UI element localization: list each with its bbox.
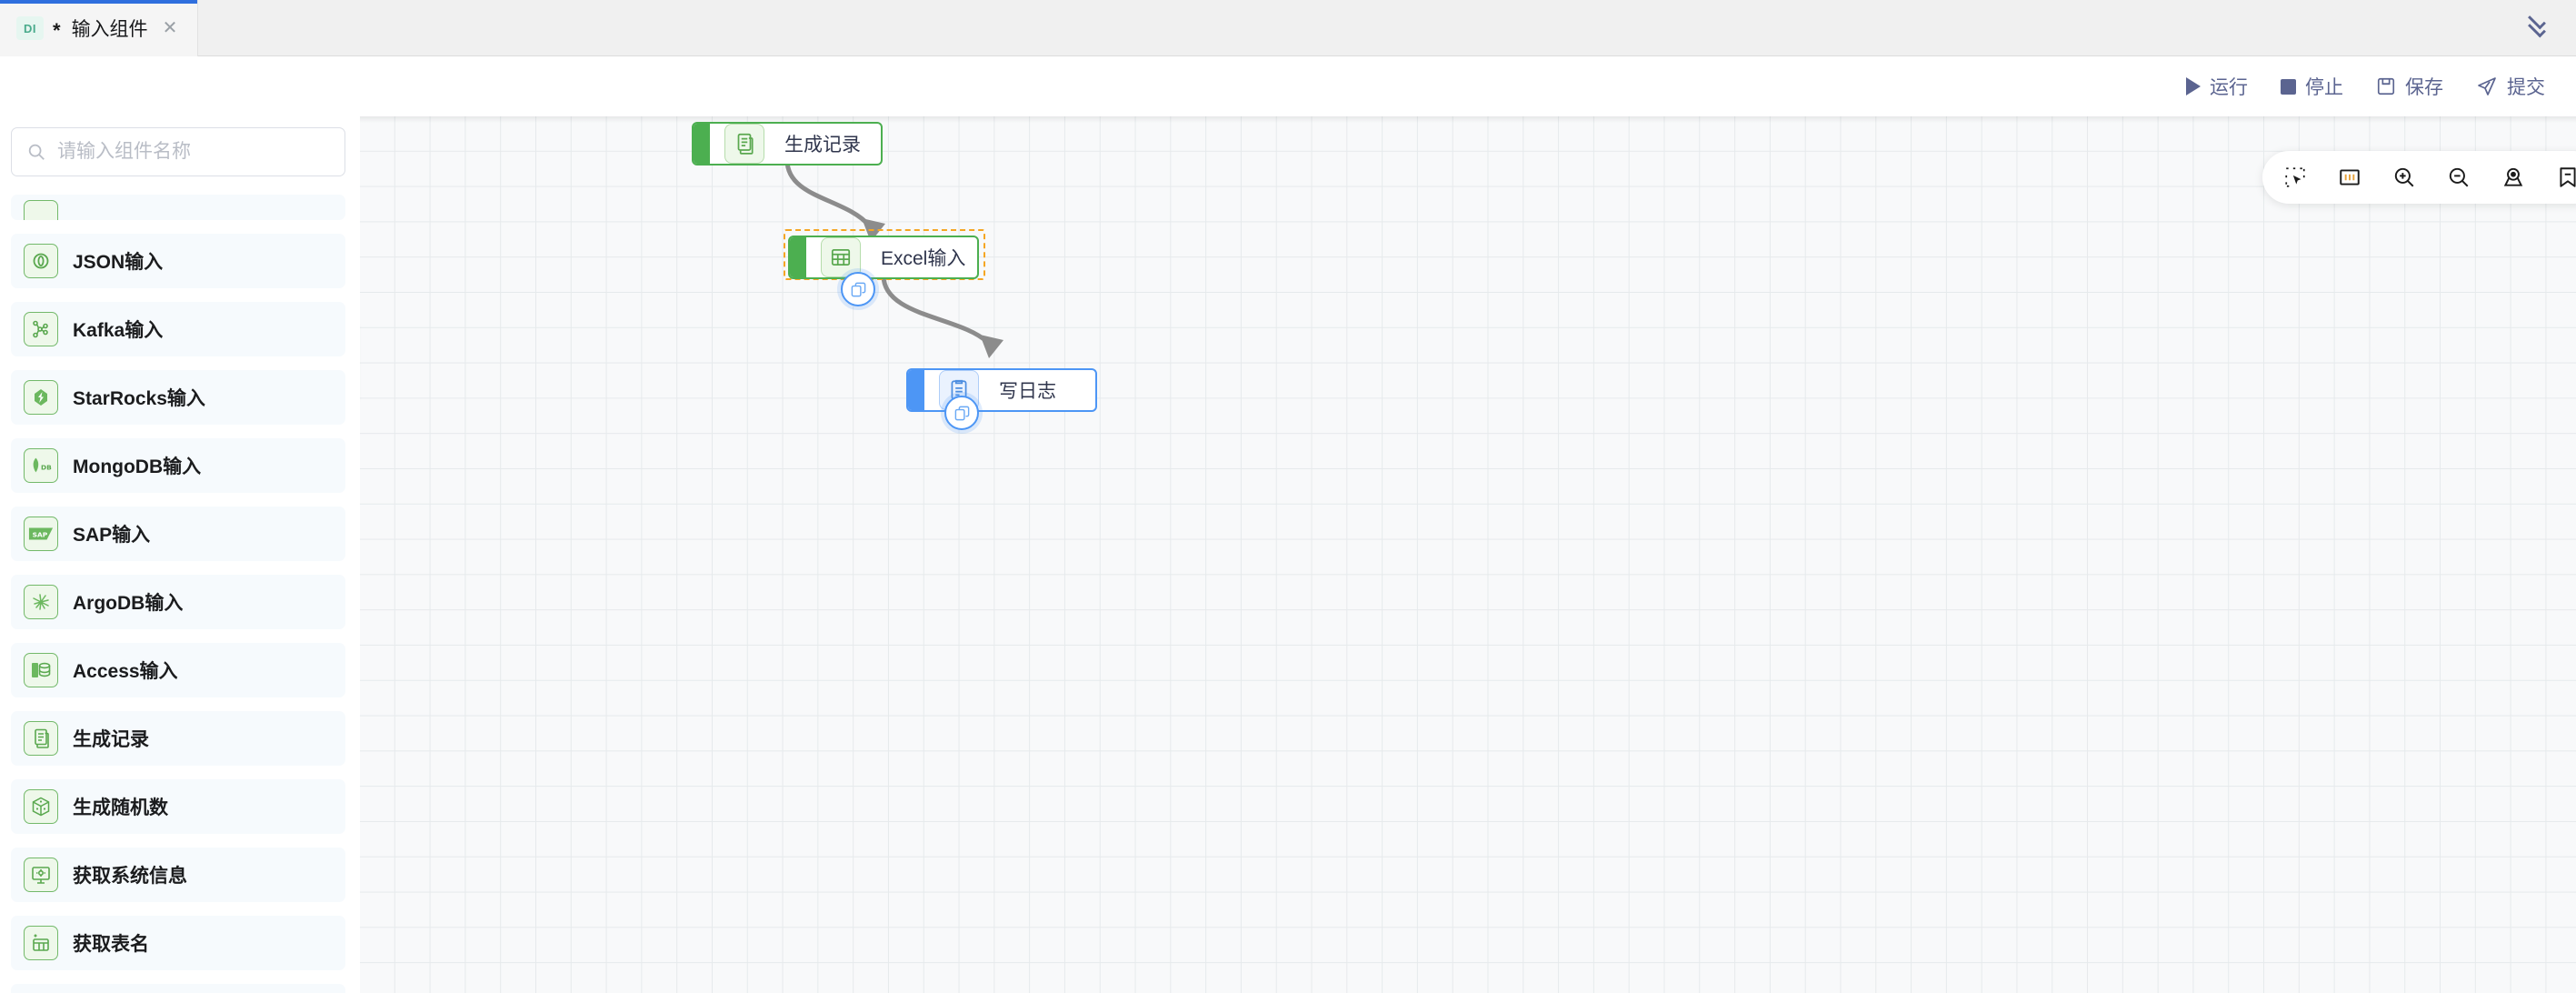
- floppy-save-icon: [2376, 76, 2396, 96]
- zoom-in-icon[interactable]: [2384, 157, 2424, 197]
- node-accent-bar: [694, 124, 710, 164]
- argodb-icon: [24, 585, 58, 619]
- edge-badge-copy-2[interactable]: [944, 396, 979, 430]
- tab-input-component[interactable]: DI * 输入组件 ✕: [0, 0, 199, 56]
- edge-n2-n3: [881, 275, 989, 344]
- node-body: Excel输入: [806, 237, 977, 277]
- component-list[interactable]: JSON输入 Kafka输入 StarRocks输入: [0, 195, 356, 993]
- sidebar-item-mongodb[interactable]: DB MongoDB输入: [11, 438, 345, 493]
- fit-actual-size-icon[interactable]: [2330, 157, 2370, 197]
- node-label: Excel输入: [881, 248, 966, 269]
- marquee-select-icon[interactable]: [2275, 157, 2315, 197]
- action-toolbar: 运行 停止 保存 提交: [0, 56, 2576, 116]
- sidebar-item-system-info[interactable]: 获取系统信息: [11, 848, 345, 902]
- bookmark-icon[interactable]: [2548, 157, 2576, 197]
- unsaved-marker: *: [53, 19, 61, 42]
- edge-layer: [784, 159, 1003, 358]
- send-plane-icon: [2476, 75, 2498, 97]
- tab-bar: DI * 输入组件 ✕: [0, 0, 2576, 56]
- sidebar-item-label: JSON输入: [73, 252, 164, 273]
- node-label: 生成记录: [784, 135, 861, 155]
- starrocks-icon: [24, 380, 58, 415]
- node-accent-bar: [908, 370, 924, 410]
- canvas-toolbar: [2262, 151, 2576, 204]
- play-icon: [2186, 77, 2201, 95]
- save-label: 保存: [2405, 77, 2443, 98]
- svg-text:SAP: SAP: [33, 530, 48, 538]
- node-body: 生成记录: [710, 124, 881, 164]
- random-number-icon: [24, 789, 58, 824]
- di-badge-icon: DI: [16, 16, 44, 40]
- edge-arrow-n2-n3: [980, 335, 1003, 358]
- node-excel-input[interactable]: Excel输入: [788, 236, 979, 279]
- sidebar-item-sap[interactable]: SAP SAP输入: [11, 507, 345, 561]
- sidebar-item-label: 生成随机数: [73, 797, 168, 818]
- sidebar-item-label: 生成记录: [73, 729, 149, 750]
- canvas-top-shadow: [360, 116, 2576, 123]
- svg-text:DB: DB: [41, 464, 52, 472]
- kafka-icon: [24, 312, 58, 346]
- sidebar-item-file-name[interactable]: 获取文件名: [11, 984, 345, 993]
- search-icon: [26, 142, 46, 162]
- stop-icon: [2281, 78, 2296, 95]
- run-button[interactable]: 运行: [2186, 73, 2248, 100]
- sidebar-item-starrocks[interactable]: StarRocks输入: [11, 370, 345, 425]
- search-input[interactable]: [57, 141, 330, 163]
- sidebar-item-argodb[interactable]: ArgoDB输入: [11, 575, 345, 629]
- component-sidebar: JSON输入 Kafka输入 StarRocks输入: [0, 116, 356, 993]
- node-label: 写日志: [999, 381, 1056, 402]
- close-icon[interactable]: ✕: [162, 18, 178, 38]
- system-info-icon: [24, 858, 58, 892]
- chevron-double-down-icon: [2525, 11, 2549, 38]
- mongodb-icon: DB: [24, 448, 58, 483]
- save-button[interactable]: 保存: [2376, 73, 2443, 100]
- search-container: [0, 116, 356, 186]
- sidebar-item-label: Kafka输入: [73, 320, 164, 341]
- sidebar-item-access[interactable]: Access输入: [11, 643, 345, 697]
- submit-label: 提交: [2507, 77, 2545, 98]
- sidebar-item-label: ArgoDB输入: [73, 593, 184, 614]
- locate-icon[interactable]: [2493, 157, 2533, 197]
- node-write-log[interactable]: 写日志: [906, 368, 1097, 412]
- sidebar-item-table-name[interactable]: 获取表名: [11, 916, 345, 970]
- sidebar-item-label: MongoDB输入: [73, 456, 202, 477]
- tab-bar-spacer: [198, 0, 2498, 55]
- list-item[interactable]: [11, 195, 345, 220]
- generate-record-icon: [724, 124, 764, 164]
- edge-badge-copy-1[interactable]: [841, 272, 875, 306]
- sidebar-item-label: StarRocks输入: [73, 388, 205, 409]
- submit-button[interactable]: 提交: [2476, 73, 2545, 100]
- stop-button[interactable]: 停止: [2281, 73, 2343, 100]
- clipped-icon: [24, 200, 58, 220]
- sidebar-item-kafka[interactable]: Kafka输入: [11, 302, 345, 356]
- node-generate-record[interactable]: 生成记录: [692, 122, 883, 166]
- access-icon: [24, 653, 58, 687]
- stop-label: 停止: [2305, 77, 2343, 98]
- search-box[interactable]: [11, 127, 345, 176]
- generate-record-icon: [24, 721, 58, 756]
- run-label: 运行: [2210, 77, 2248, 98]
- excel-icon: [821, 237, 861, 277]
- json-icon: [24, 244, 58, 278]
- sidebar-item-random-number[interactable]: 生成随机数: [11, 779, 345, 834]
- sidebar-item-generate-record[interactable]: 生成记录: [11, 711, 345, 766]
- collapse-panel-button[interactable]: [2498, 0, 2576, 55]
- tab-title: 输入组件: [71, 19, 148, 40]
- sidebar-item-label: 获取表名: [73, 934, 149, 955]
- flow-canvas[interactable]: 生成记录 Excel输入 写日志: [360, 116, 2576, 993]
- edge-n1-n2: [784, 159, 871, 227]
- sap-icon: SAP: [24, 517, 58, 551]
- node-accent-bar: [790, 237, 806, 277]
- sidebar-item-label: Access输入: [73, 661, 178, 682]
- sidebar-item-label: 获取系统信息: [73, 866, 187, 887]
- table-name-icon: [24, 926, 58, 960]
- sidebar-item-json[interactable]: JSON输入: [11, 234, 345, 288]
- sidebar-item-label: SAP输入: [73, 525, 151, 546]
- zoom-out-icon[interactable]: [2439, 157, 2479, 197]
